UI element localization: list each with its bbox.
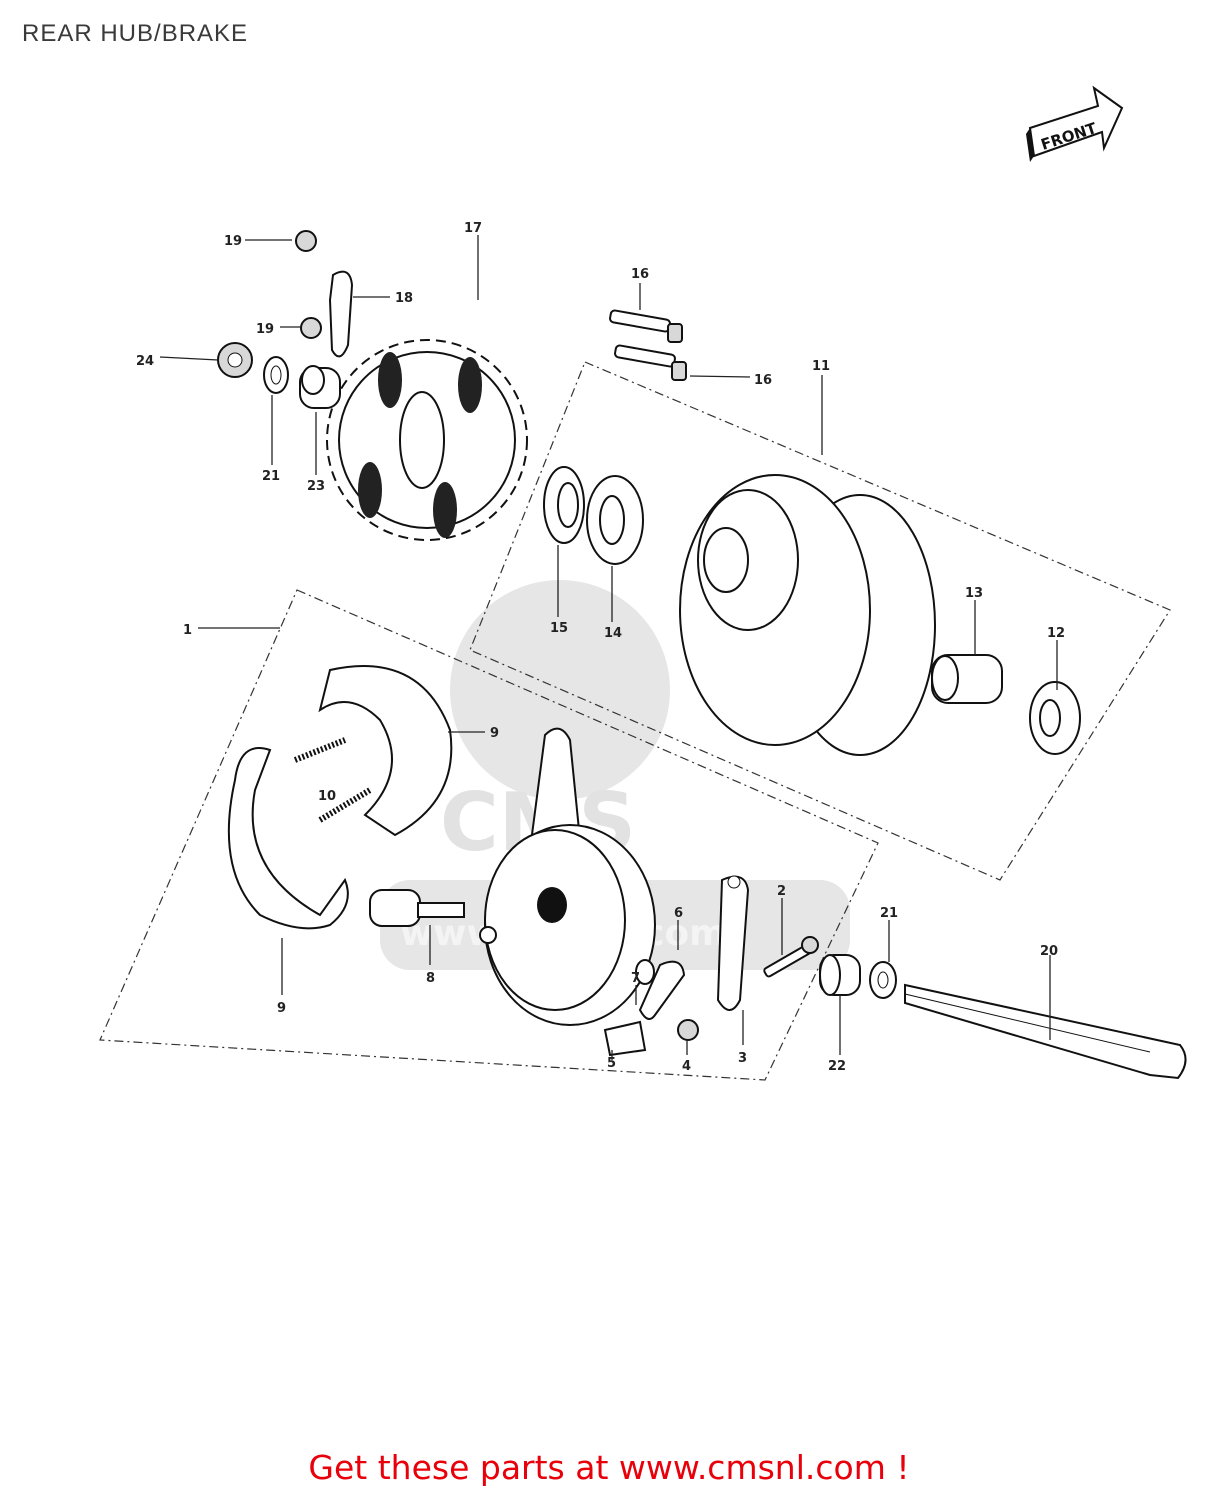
- callout-23: 23: [307, 479, 325, 494]
- callout-10: 10: [318, 789, 336, 804]
- lever-6: [638, 960, 686, 1020]
- brake-shoe-9-lower: [227, 747, 349, 930]
- brake-shoe-9-upper: [318, 665, 453, 837]
- seal-5: [603, 1020, 647, 1057]
- bolt-16-lower: [614, 344, 687, 381]
- callout-18: 18: [395, 291, 413, 306]
- nut-24: [217, 342, 253, 378]
- nut-4: [677, 1019, 699, 1041]
- callout-8: 8: [426, 971, 435, 986]
- front-arrow-icon: FRONT: [1026, 85, 1124, 162]
- washer-21-right: [869, 961, 897, 999]
- callout-16-top: 16: [631, 267, 649, 282]
- callout-2: 2: [777, 884, 786, 899]
- callout-1: 1: [183, 623, 192, 638]
- callout-15: 15: [550, 621, 568, 636]
- nut-19-top: [295, 230, 317, 252]
- brake-arm-3: [716, 875, 750, 1011]
- bolt-2: [763, 936, 819, 978]
- bolt-16-top: [609, 309, 683, 343]
- oil-seal-15: [543, 466, 585, 544]
- callout-11: 11: [812, 359, 830, 374]
- brake-cam-8: [369, 889, 465, 927]
- callout-12: 12: [1047, 626, 1065, 641]
- callout-24: 24: [136, 354, 154, 369]
- spring-10-upper: [293, 737, 347, 763]
- callout-19-lower: 19: [256, 322, 274, 337]
- rear-hub-11: [679, 474, 936, 756]
- callout-14: 14: [604, 626, 622, 641]
- axle-20: [904, 983, 1187, 1080]
- callout-21-left: 21: [262, 469, 280, 484]
- callout-9-upper: 9: [490, 726, 499, 741]
- spring-10-lower: [318, 787, 372, 823]
- callout-3: 3: [738, 1051, 747, 1066]
- callout-17: 17: [464, 221, 482, 236]
- callout-7: 7: [631, 971, 640, 986]
- rear-sprocket: [326, 339, 528, 541]
- washer-7: [635, 959, 655, 985]
- collar-23: [299, 365, 341, 409]
- get-parts-link[interactable]: Get these parts at www.cmsnl.com !: [308, 1448, 910, 1487]
- callout-4: 4: [682, 1059, 691, 1074]
- collar-13: [931, 654, 1003, 704]
- callout-20: 20: [1040, 944, 1058, 959]
- washer-21-left: [263, 356, 289, 394]
- hub-assembly-outline: [469, 361, 1171, 881]
- lock-washer-18: [328, 270, 354, 358]
- brake-panel: [479, 727, 656, 1026]
- callout-5: 5: [607, 1056, 616, 1071]
- callout-9-lower: 9: [277, 1001, 286, 1016]
- collar-22: [819, 954, 861, 996]
- callout-6: 6: [674, 906, 683, 921]
- brake-assembly-outline: [99, 589, 879, 1081]
- page-title: REAR HUB/BRAKE: [22, 20, 249, 47]
- callout-13: 13: [965, 586, 983, 601]
- ball-bearing-12: [1029, 681, 1081, 755]
- ball-bearing-14: [586, 475, 644, 565]
- callout-16-lower: 16: [754, 373, 772, 388]
- nut-19-lower: [300, 317, 322, 339]
- callout-19-top: 19: [224, 234, 242, 249]
- callout-21-right: 21: [880, 906, 898, 921]
- callout-22: 22: [828, 1059, 846, 1074]
